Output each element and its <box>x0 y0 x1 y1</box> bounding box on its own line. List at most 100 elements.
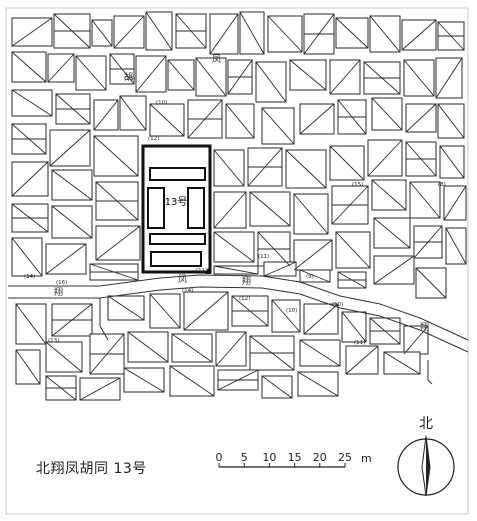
plot-number: (11) <box>196 268 207 274</box>
building-hatch <box>225 103 255 139</box>
scale-tick-label: 15 <box>288 451 302 464</box>
building-hatch <box>255 61 287 103</box>
map-caption: 北翔凤胡同 13号 <box>36 461 147 477</box>
building-hatch <box>435 57 463 99</box>
map-frame <box>5 7 469 515</box>
street-char-label: 翔 <box>242 275 251 287</box>
building-hatch <box>249 191 291 227</box>
building-hatch <box>405 103 437 133</box>
building-hatch <box>145 11 173 51</box>
building-hatch <box>169 365 215 397</box>
building-hatch <box>443 185 467 221</box>
building-hatch <box>409 181 441 219</box>
building-hatch <box>149 103 185 137</box>
building-hatch <box>415 267 447 299</box>
building-hatch <box>215 331 247 367</box>
plot-number: (11) <box>258 254 269 260</box>
street-char-label: 胡 <box>124 71 133 83</box>
building-hatch <box>401 19 437 51</box>
plot-number: (14) <box>182 288 193 294</box>
building-hatch <box>293 239 333 271</box>
building-hatch <box>437 103 465 139</box>
plot-number: (12) <box>239 296 250 302</box>
building-hatch <box>439 145 465 179</box>
building-hatch <box>51 205 93 239</box>
building-hatch <box>11 17 53 47</box>
plot-number: (10) <box>156 100 167 106</box>
building-hatch <box>299 103 335 135</box>
street-char-label: 翔 <box>54 286 63 298</box>
plot-number-labels: (12)(13)(11)(9)(14)(10)(11)(10)(8)(10)(1… <box>24 76 446 346</box>
plot-number: (13) <box>124 76 135 82</box>
target-label: 13号 <box>165 196 188 208</box>
building-hatch <box>345 345 379 375</box>
building-hatch <box>335 17 369 49</box>
building-hatch <box>367 139 403 177</box>
building-hatch <box>299 269 331 283</box>
building-hatch <box>11 161 49 197</box>
building-hatch <box>213 265 259 275</box>
building-hatch <box>239 11 265 55</box>
building-hatch <box>79 377 121 401</box>
plot-number: (10) <box>332 302 343 308</box>
building-hatch <box>49 129 91 167</box>
plot-number: (13) <box>48 338 59 344</box>
building-hatching <box>11 11 467 401</box>
building-hatch <box>45 243 87 275</box>
building-hatch <box>113 15 145 49</box>
building-hatch <box>149 293 181 329</box>
building-hatch <box>93 99 119 131</box>
plot-number: (10) <box>286 308 297 314</box>
building-hatch <box>335 231 371 269</box>
building-hatch <box>93 135 139 177</box>
building-hatch <box>271 299 301 333</box>
building-hatch <box>329 59 361 95</box>
building-hatch <box>445 227 467 265</box>
building-hatch <box>209 13 239 55</box>
plot-number: (11) <box>354 340 365 346</box>
plot-number: (16) <box>56 280 67 286</box>
north-label: 北 <box>419 416 433 432</box>
building-hatch <box>135 55 167 93</box>
building-hatch <box>299 339 341 367</box>
plot-number: (14) <box>24 274 35 280</box>
scale-tick-label: 10 <box>262 451 276 464</box>
building-hatch <box>403 59 435 97</box>
building-hatch <box>297 371 339 397</box>
building-hatch <box>303 303 339 335</box>
building-hatch <box>369 15 401 53</box>
building-hatch <box>183 291 229 331</box>
street-char-label: 凤 <box>212 54 221 65</box>
building-hatch <box>261 375 293 399</box>
building-hatch <box>47 53 75 83</box>
street-char-label: 翔 <box>420 321 429 333</box>
building-hatch <box>51 169 93 201</box>
gate-marker <box>205 268 211 274</box>
plot-number: (9) <box>306 274 314 280</box>
building-hatch <box>11 89 53 117</box>
building-hatch <box>213 191 247 229</box>
building-hatch <box>15 349 41 385</box>
building-hatch <box>293 193 329 235</box>
building-hatch <box>107 295 145 321</box>
north-arrow: 北 <box>397 416 455 497</box>
building-hatch <box>267 15 303 53</box>
scale-tick-label: 0 <box>216 451 223 464</box>
plot-number: (12) <box>148 136 159 142</box>
building-hatch <box>11 237 43 277</box>
street-name-labels: 凤翔翔凤胡翔 <box>54 54 429 333</box>
building-hatch <box>341 311 367 343</box>
building-hatch <box>15 303 47 345</box>
building-hatch <box>167 59 195 91</box>
building-hatch <box>75 55 107 91</box>
building-hatch <box>383 351 421 375</box>
building-hatch <box>261 107 295 145</box>
building-hatch <box>289 59 327 91</box>
building-hatch <box>171 333 213 363</box>
building-hatch <box>373 255 415 285</box>
building-hatch <box>11 51 47 83</box>
target-compound-no13[interactable]: 13号 <box>141 144 212 274</box>
building-hatch <box>95 225 141 261</box>
building-hatch <box>371 97 403 131</box>
